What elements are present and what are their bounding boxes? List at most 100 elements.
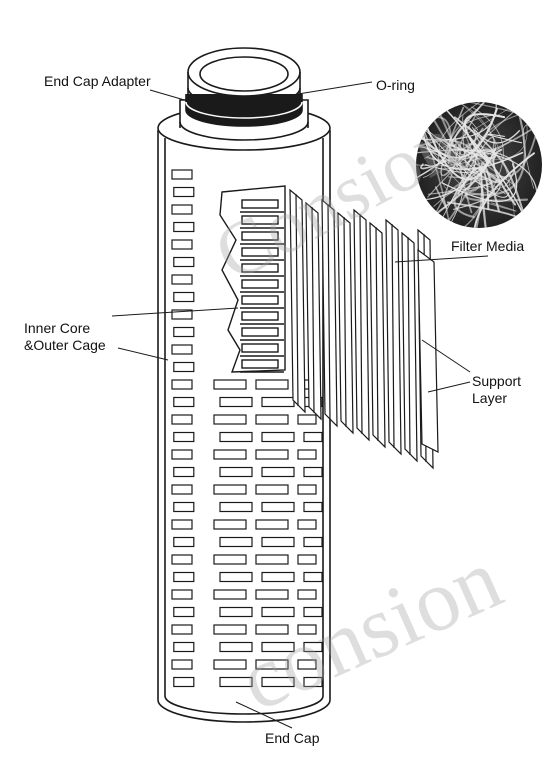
label-o-ring: O-ring [376, 77, 415, 93]
media-closeup [416, 102, 542, 228]
cage-slot [171, 414, 193, 425]
fiber-strand [453, 166, 501, 210]
fiber-strand [416, 103, 497, 141]
cage-slot [255, 519, 289, 530]
cage-slot [219, 536, 253, 548]
fiber-strand [440, 106, 484, 177]
cage-slot [213, 379, 247, 390]
cage-slot [297, 624, 317, 635]
fiber-strand [468, 105, 526, 196]
cage-slot [261, 466, 295, 478]
cage-slot [173, 396, 195, 408]
cage-slot [171, 519, 193, 530]
cage-slot [255, 624, 289, 635]
cage-slot [255, 589, 289, 600]
core-slot [241, 247, 279, 257]
inner-core-cutaway [219, 185, 286, 373]
cage-slot [297, 554, 317, 565]
cage-slot [213, 519, 247, 530]
fiber-strand [451, 148, 538, 193]
cage-slot [171, 624, 193, 635]
pleat-fold [359, 213, 363, 435]
fiber-strand [416, 139, 512, 167]
cage-slot [171, 659, 193, 670]
cage-slot [219, 396, 253, 408]
core-slot [241, 359, 279, 369]
pleat-fold [295, 193, 299, 407]
cage-slot [171, 274, 193, 285]
cage-slot [213, 484, 247, 495]
cage-slot [171, 484, 193, 495]
cage-slot [303, 606, 323, 618]
cage-slot [303, 501, 323, 513]
cage-slot [213, 414, 247, 425]
fiber-strand [420, 160, 447, 170]
pleat-fold [311, 206, 315, 414]
cage-slot [261, 641, 295, 653]
cage-slot [171, 169, 193, 180]
core-slot [241, 215, 279, 225]
cage-slot [297, 484, 317, 495]
fiber-strand [462, 115, 477, 158]
label-filter-media: Filter Media [451, 238, 525, 254]
cage-slot [219, 676, 253, 688]
cage-slot [173, 606, 195, 618]
cage-slot [173, 641, 195, 653]
cage-slot [303, 571, 323, 583]
cage-slot [303, 431, 323, 443]
core-slot [241, 327, 279, 337]
cage-slot [261, 396, 295, 408]
fiber-strand [421, 107, 498, 159]
cage-slot [261, 676, 295, 688]
cage-slot [303, 676, 323, 688]
cage-slot [219, 571, 253, 583]
fiber-strand [433, 177, 491, 207]
cage-slot [173, 571, 195, 583]
cage-slot [255, 414, 289, 425]
cage-slot [219, 641, 253, 653]
fiber-strand [457, 167, 490, 211]
cage-slot [173, 221, 195, 233]
cage-slot [297, 659, 317, 670]
cage-slot [171, 589, 193, 600]
fiber-strand [426, 148, 499, 184]
fiber-strand [465, 148, 529, 228]
fiber-strand [464, 177, 529, 202]
end-cap-adapter-drawing [179, 47, 309, 141]
core-slot [241, 199, 279, 209]
leader-lines [111, 81, 489, 729]
cage-slot [219, 431, 253, 443]
fiber-strand [442, 178, 473, 228]
pleat-fold [343, 216, 347, 428]
cage-slot [173, 186, 195, 198]
label-inner-core-line1: Inner Core [24, 320, 91, 336]
cage-slot [261, 501, 295, 513]
cage-slot [173, 536, 195, 548]
cage-slot [297, 519, 317, 530]
label-end-cap-adapter: End Cap Adapter [44, 73, 151, 89]
cage-slot [297, 449, 317, 460]
outer-cage-slots [171, 169, 323, 688]
cage-slot [173, 256, 195, 268]
label-support-line2: Layer [472, 390, 508, 406]
label-inner-core-line2: &Outer Cage [24, 337, 106, 353]
cage-slot [255, 379, 289, 390]
cage-slot [303, 466, 323, 478]
fiber-strand [421, 113, 497, 181]
cage-slot [261, 431, 295, 443]
fiber-strand [487, 133, 523, 144]
core-slot [241, 311, 279, 321]
cage-slot [261, 571, 295, 583]
cage-slot [255, 484, 289, 495]
fiber-strand [473, 152, 535, 228]
core-slot [241, 263, 279, 273]
pleat-fold [407, 236, 411, 456]
cage-slot [213, 554, 247, 565]
cage-slot [255, 449, 289, 460]
label-support-line1: Support [472, 373, 522, 389]
cage-slot [219, 501, 253, 513]
pleat-fold [391, 223, 395, 449]
fiber-strand [480, 162, 501, 228]
cage-slot [219, 606, 253, 618]
label-end-cap: End Cap [265, 730, 320, 746]
